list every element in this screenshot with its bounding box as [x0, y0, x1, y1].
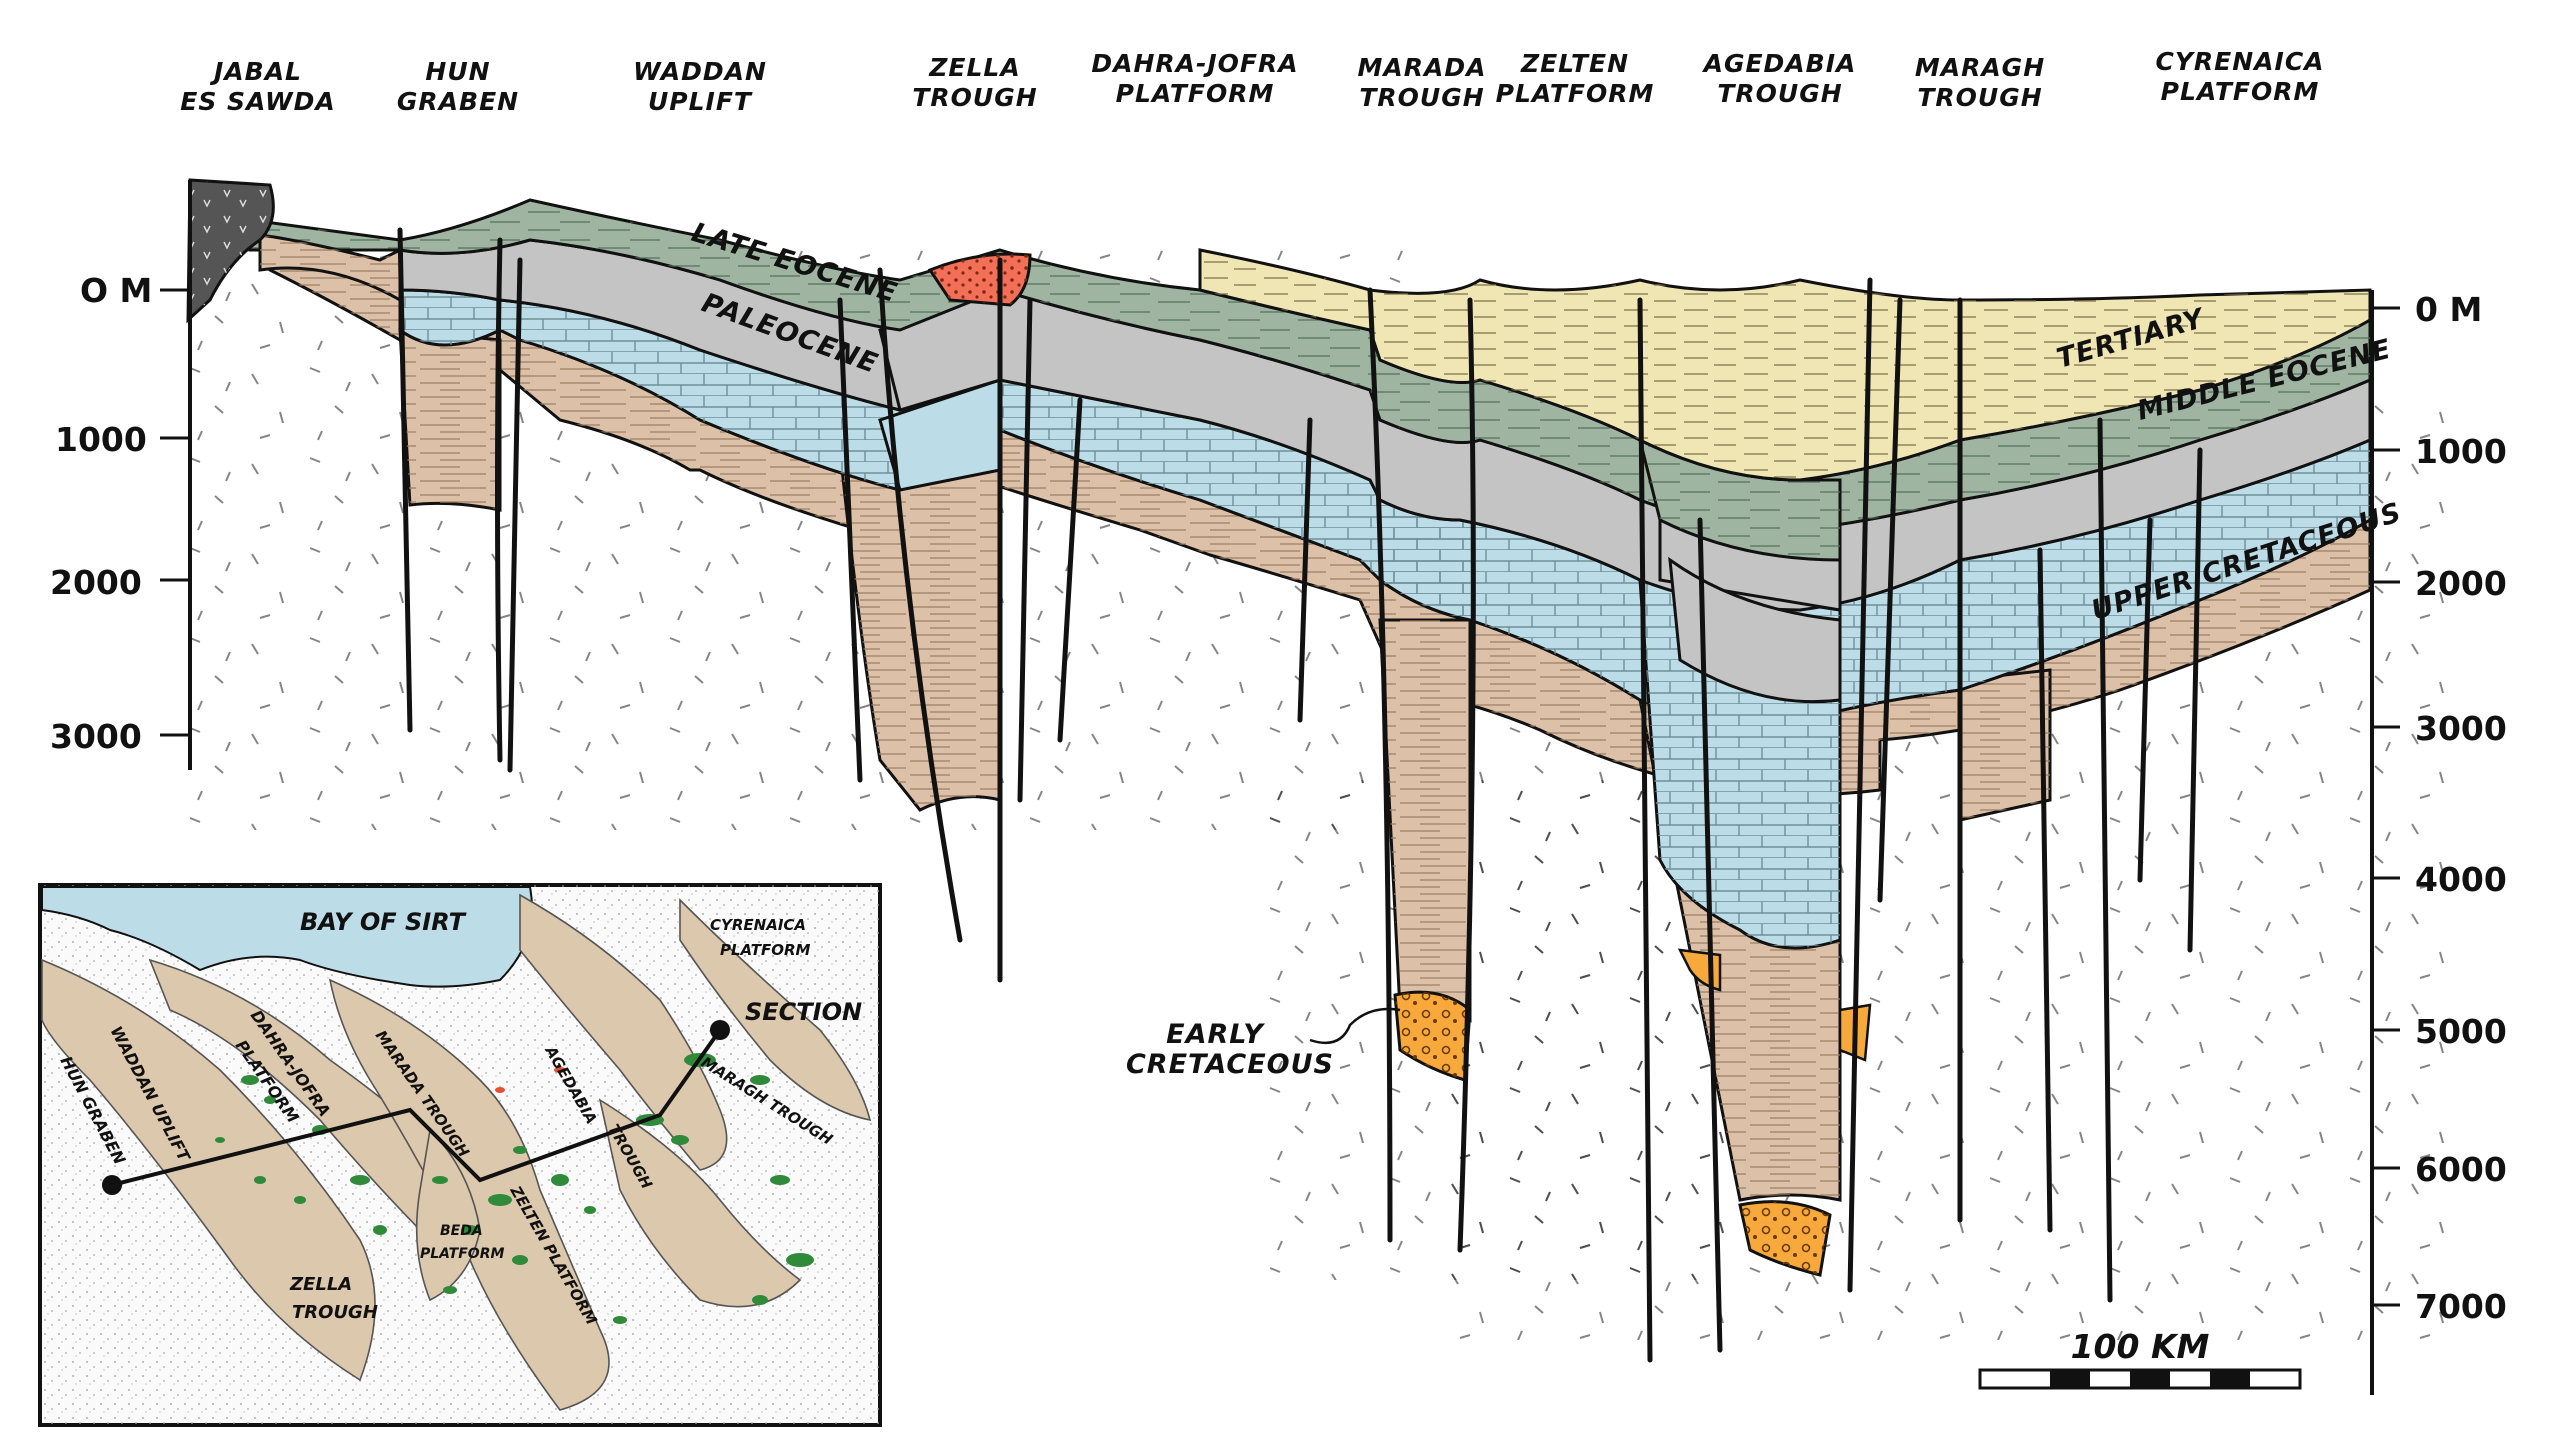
faults	[397, 227, 2203, 1363]
inset-map: BAY OF SIRT CYRENAICA PLATFORM SECTION H…	[38, 883, 882, 1427]
inset-beda-1: BEDA	[440, 1223, 483, 1239]
region-jabal-line1: JABAL	[209, 57, 302, 86]
region-cyrenaica-line1: CYRENAICA	[2155, 47, 2324, 76]
region-labels: JABAL ES SAWDA HUN GRABEN WADDAN UPLIFT …	[180, 47, 2324, 116]
inset-section-line	[111, 1028, 722, 1187]
region-agedabia-line2: TROUGH	[1717, 79, 1842, 108]
left-depth-3000: 3000	[50, 717, 142, 756]
scale-bar-label: 100 KM	[2071, 1327, 2210, 1366]
region-dahra-line1: DAHRA-JOFRA	[1091, 49, 1298, 78]
early-cretaceous-deposits	[1393, 948, 1872, 1277]
right-depth-1000: 1000	[2415, 432, 2507, 471]
region-zella-line1: ZELLA	[928, 53, 1020, 82]
region-zella-line2: TROUGH	[912, 83, 1037, 112]
inset-cyrenaica-1: CYRENAICA	[710, 916, 806, 934]
region-waddan-line2: UPLIFT	[648, 87, 753, 116]
inset-land	[41, 893, 872, 1411]
inset-section-label: SECTION	[745, 998, 862, 1026]
right-depth-5000: 5000	[2415, 1012, 2507, 1051]
region-zelten-line1: ZELTEN	[1520, 49, 1629, 78]
label-early-cretaceous-2: CRETACEOUS	[1126, 1049, 1334, 1080]
inset-cyrenaica-2: PLATFORM	[720, 941, 811, 959]
inset-sea	[41, 886, 533, 988]
right-depth-6000: 6000	[2415, 1150, 2507, 1189]
region-zelten-line2: PLATFORM	[1496, 79, 1655, 108]
inset-zella-1: ZELLA	[289, 1274, 352, 1295]
right-depth-4000: 4000	[2415, 860, 2507, 899]
left-depth-1000: 1000	[55, 420, 147, 459]
region-waddan-line1: WADDAN	[633, 57, 767, 86]
right-depth-3000: 3000	[2415, 709, 2507, 748]
inset-zella-2: TROUGH	[292, 1302, 378, 1323]
right-depth-2000: 2000	[2415, 564, 2507, 603]
early-cretaceous-leader	[1309, 1007, 1401, 1045]
inset-bay-label: BAY OF SIRT	[300, 908, 467, 936]
right-depth-axis: 0 M 1000 2000 3000 4000 5000 6000 7000	[2370, 290, 2507, 1395]
region-agedabia-line1: AGEDABIA	[1702, 49, 1857, 78]
right-depth-0: 0 M	[2415, 290, 2482, 329]
region-maragh-line1: MARAGH	[1915, 53, 2045, 82]
label-early-cretaceous-1: EARLY	[1166, 1019, 1265, 1050]
left-depth-axis: O M 1000 2000 3000	[50, 180, 192, 770]
left-depth-0: O M	[80, 271, 152, 310]
region-marada-line1: MARADA	[1358, 53, 1487, 82]
region-jabal-line2: ES SAWDA	[180, 87, 335, 116]
region-maragh-line2: TROUGH	[1917, 83, 2042, 112]
region-marada-line2: TROUGH	[1359, 83, 1484, 112]
inset-beda-2: PLATFORM	[420, 1246, 504, 1262]
region-cyrenaica-line2: PLATFORM	[2161, 77, 2320, 106]
region-dahra-line2: PLATFORM	[1116, 79, 1275, 108]
region-hun-line1: HUN	[425, 57, 490, 86]
left-depth-2000: 2000	[50, 563, 142, 602]
region-hun-line2: GRABEN	[397, 87, 519, 116]
right-depth-7000: 7000	[2415, 1287, 2507, 1326]
scale-bar: 100 KM	[1978, 1327, 2302, 1390]
